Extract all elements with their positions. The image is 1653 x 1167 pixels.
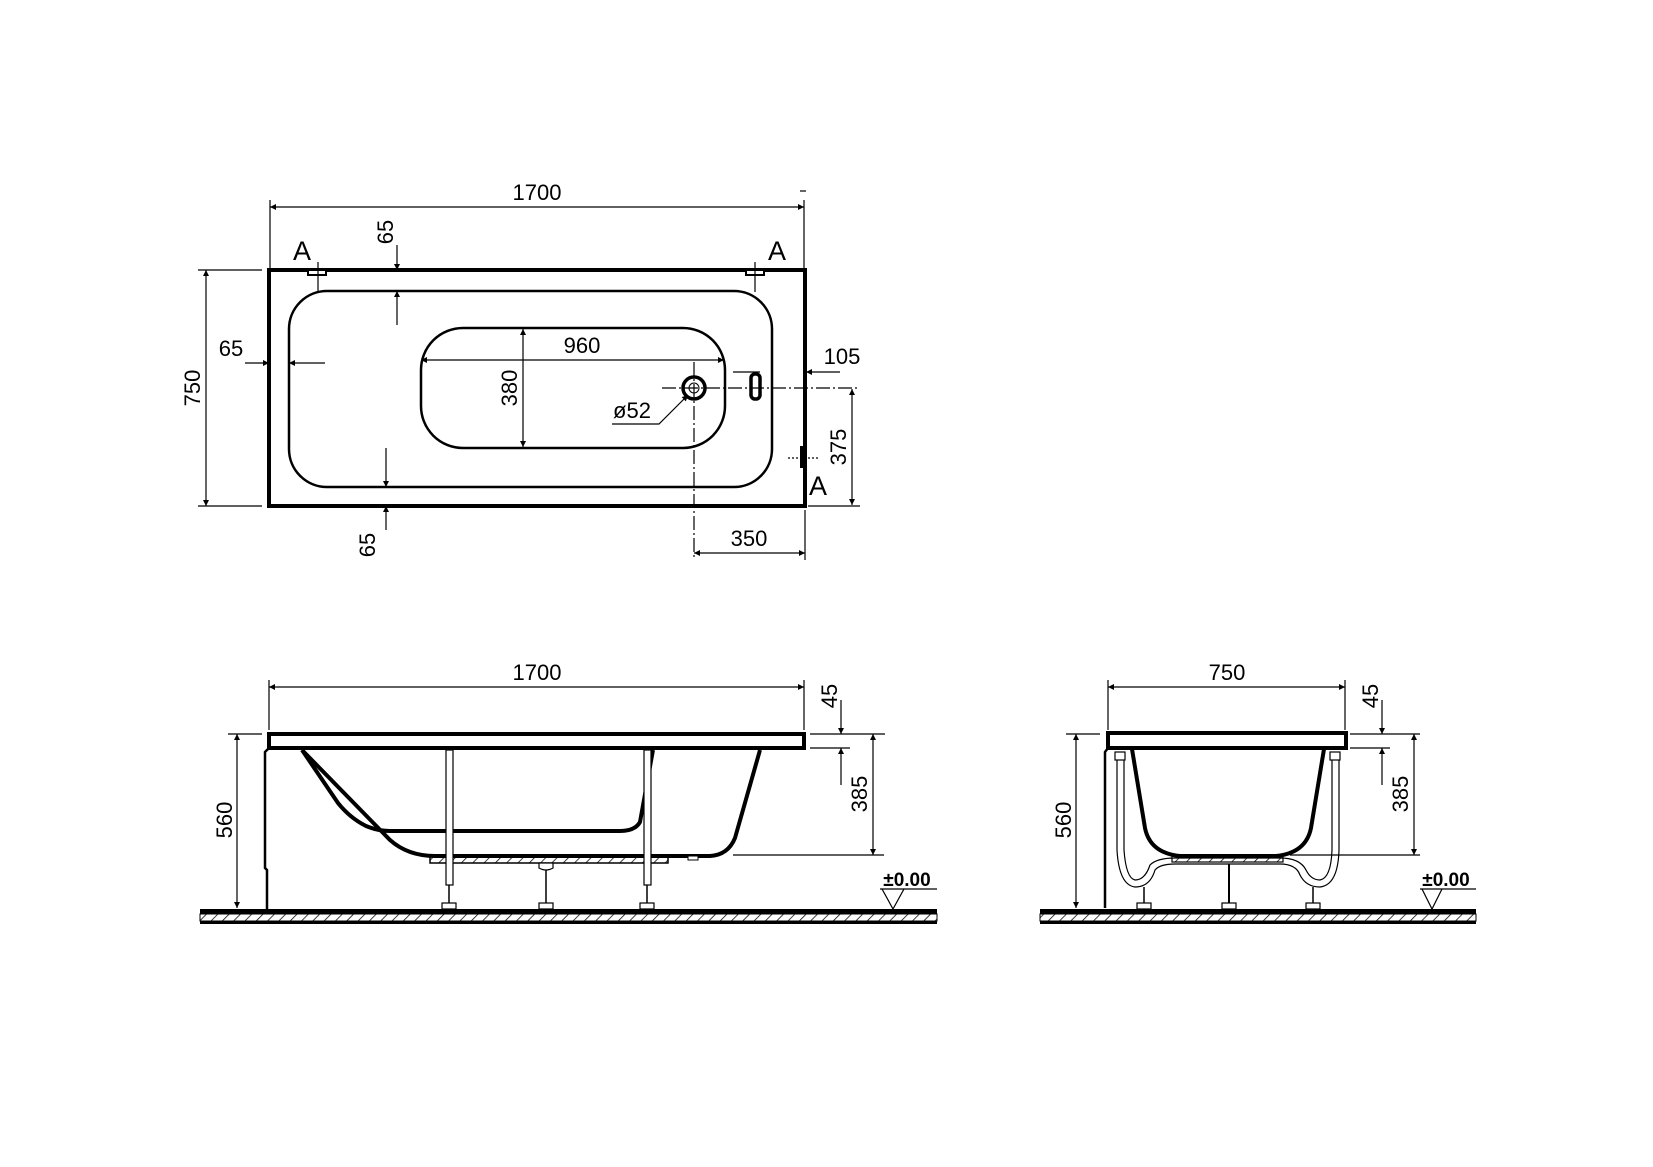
well-width-label: 380 — [497, 370, 522, 407]
rim-left-label: 65 — [219, 336, 243, 361]
drain-y-label: 375 — [826, 429, 851, 466]
side-floor-level-label: ±0.00 — [883, 870, 930, 891]
side-height-label: 560 — [212, 802, 237, 839]
tub-body — [1130, 748, 1326, 858]
support-frame — [1114, 751, 1341, 910]
section-label-a: A — [768, 236, 786, 266]
rim-top-label: 65 — [373, 220, 398, 244]
side-view: 1700 560 45 385 ±0.00 — [199, 660, 938, 924]
overflow-icon — [749, 372, 762, 401]
well-length-label: 960 — [564, 333, 601, 358]
end-height-label: 560 — [1051, 802, 1076, 839]
side-rim-label: 45 — [817, 684, 842, 708]
section-label-a: A — [293, 236, 311, 266]
side-length-label: 1700 — [513, 660, 562, 685]
tub-body — [300, 748, 762, 858]
top-length-label: 1700 — [513, 180, 562, 205]
floor — [1039, 909, 1477, 924]
end-floor-level-label: ±0.00 — [1422, 870, 1469, 891]
end-width-label: 750 — [1209, 660, 1246, 685]
floor — [199, 909, 938, 924]
drain-diameter-label: ø52 — [613, 398, 651, 423]
overflow-offset-label: 105 — [824, 344, 861, 369]
end-depth-label: 385 — [1388, 776, 1413, 813]
end-view: 750 560 45 385 ±0.00 — [1039, 660, 1477, 924]
side-depth-label: 385 — [847, 776, 872, 813]
rim-bottom-label: 65 — [355, 533, 380, 557]
top-view: 1700 750 65 65 65 960 380 ø52 105 — [180, 180, 860, 560]
drain-x-label: 350 — [731, 526, 768, 551]
section-label-a: A — [809, 471, 827, 501]
end-rim-label: 45 — [1358, 684, 1383, 708]
top-width-label: 750 — [180, 370, 205, 407]
inner-basin — [287, 289, 774, 489]
